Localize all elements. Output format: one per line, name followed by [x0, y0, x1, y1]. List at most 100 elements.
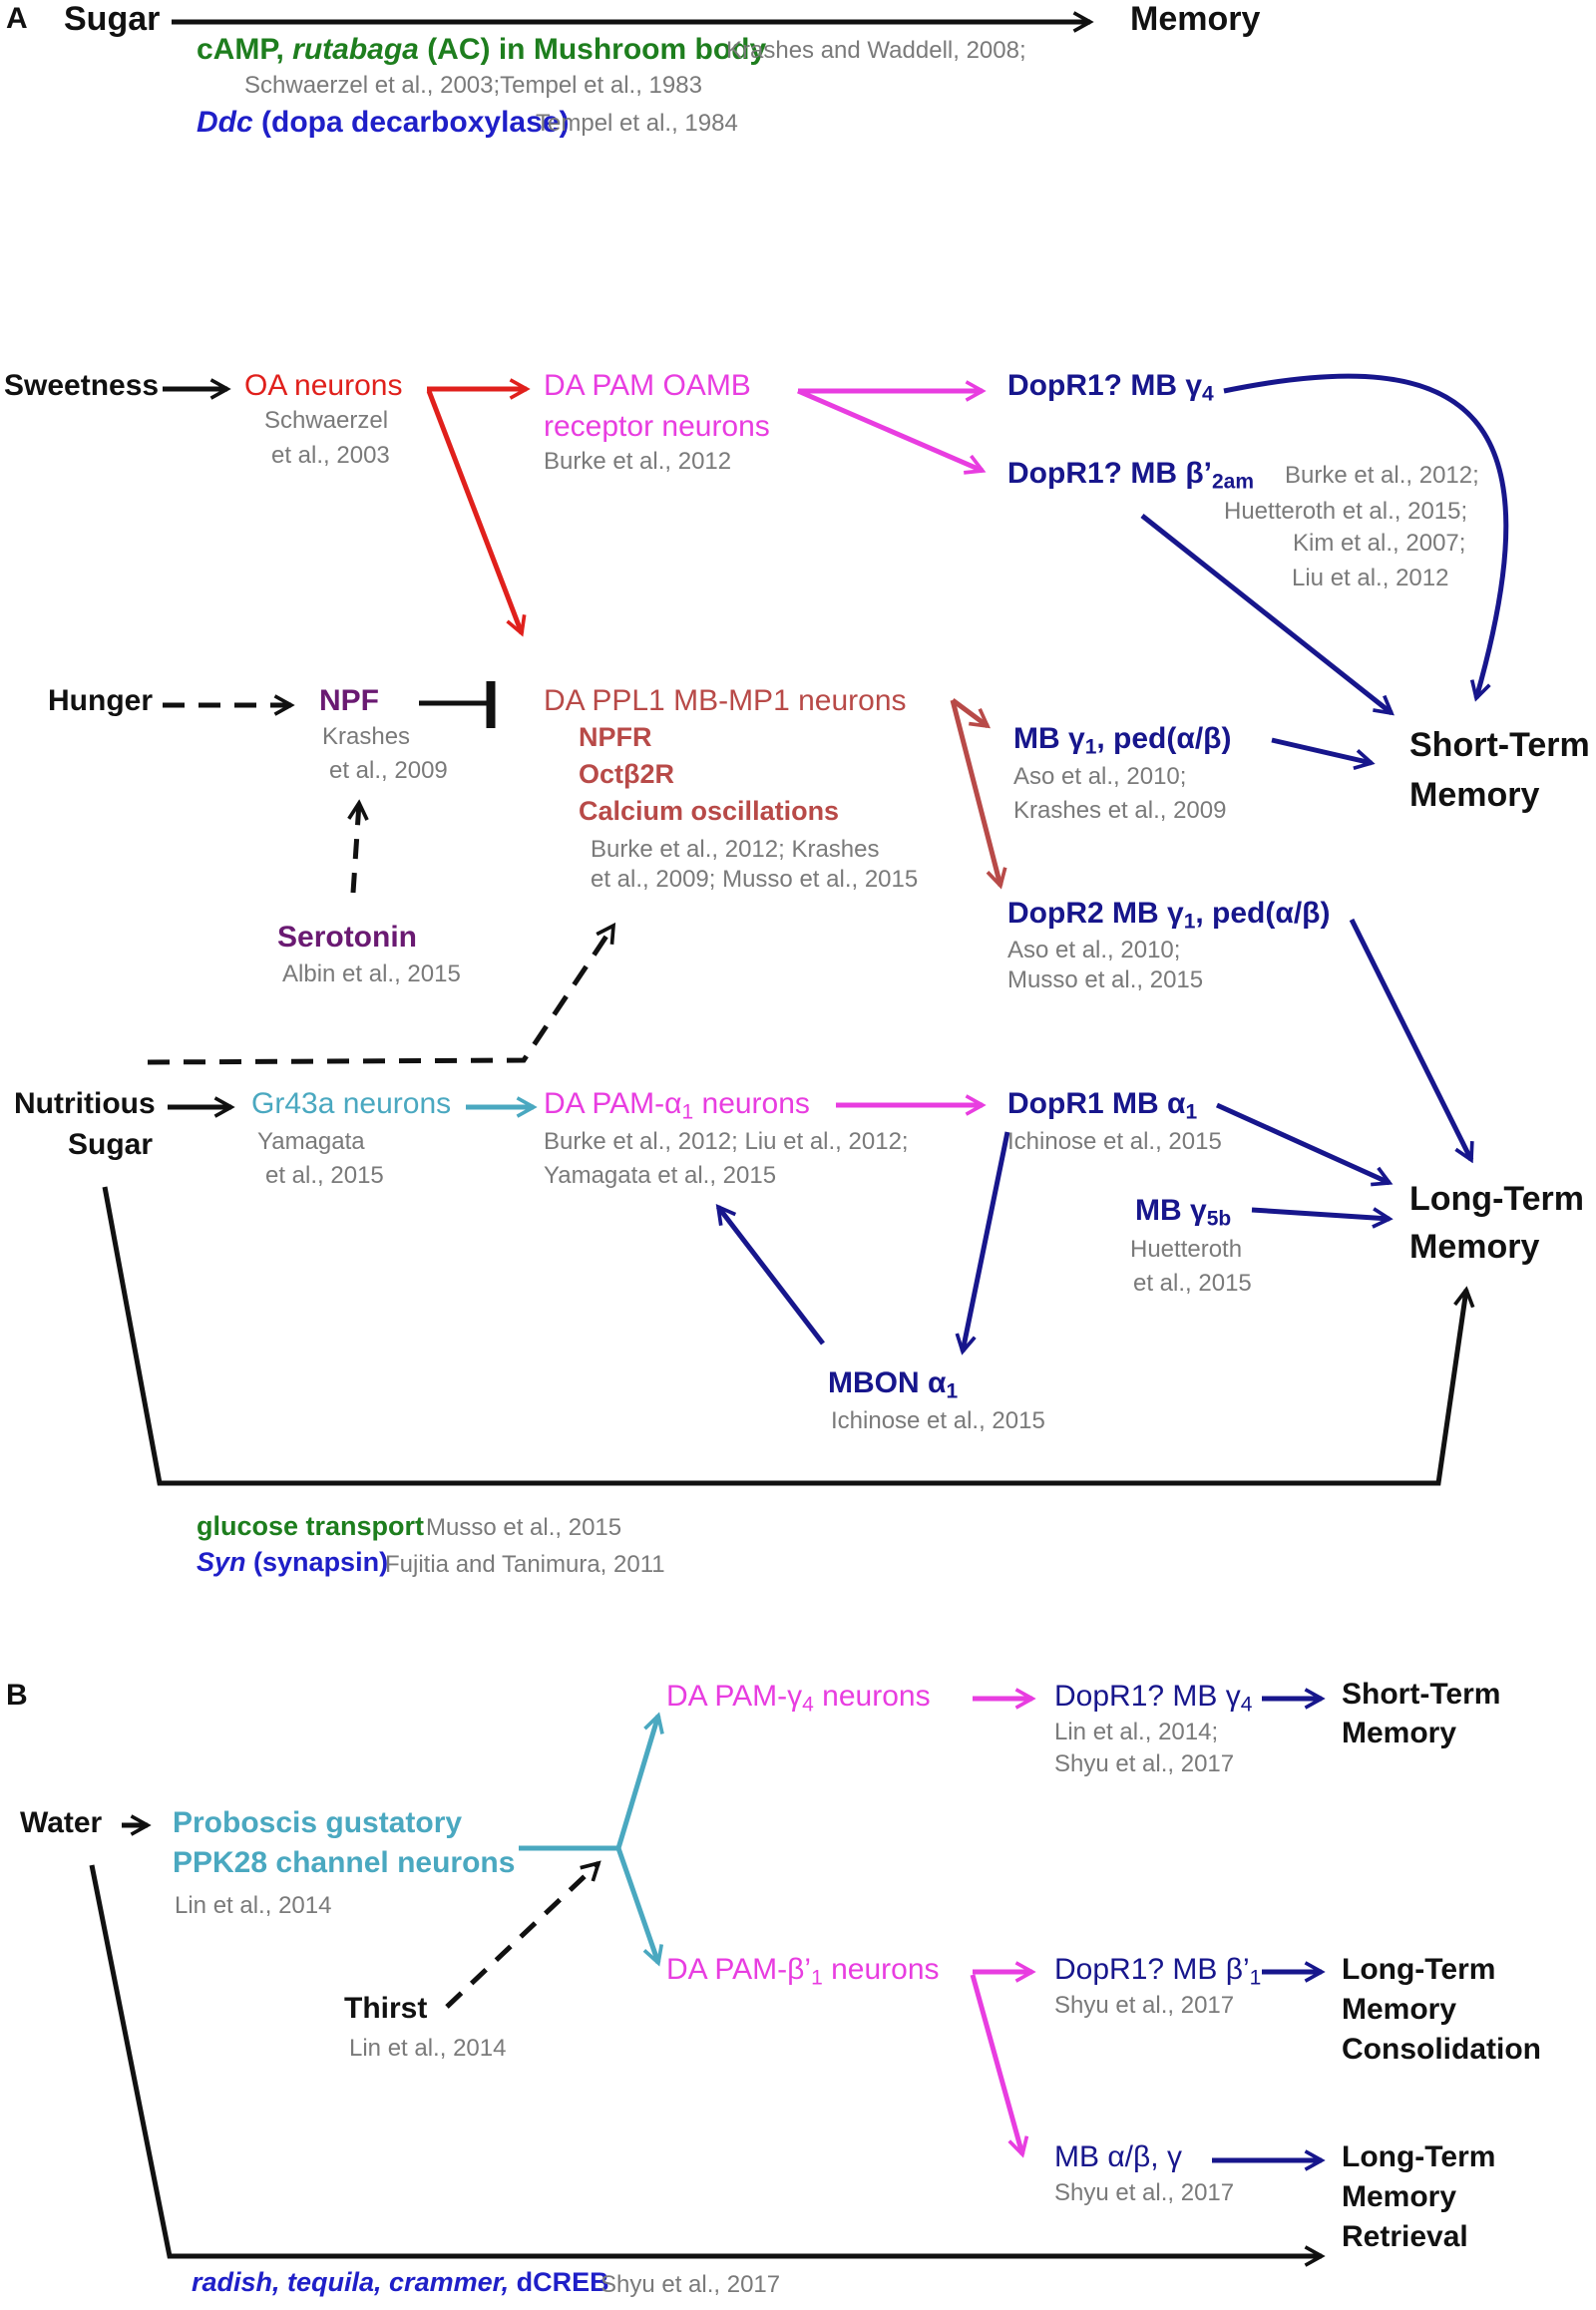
pam-b1-post: neurons	[822, 1953, 940, 1986]
syn-italic: Syn	[197, 1547, 246, 1577]
dopr1-g4-sub: 4	[1202, 382, 1214, 406]
dopr2-text: DopR2 MB γ	[1007, 897, 1184, 930]
memory-node: Memory	[1130, 0, 1261, 38]
ltm-consolidation-line1: Long-Term	[1342, 1953, 1496, 1986]
arrow-b2am-stm	[1140, 514, 1392, 713]
stm-ref-3: Kim et al., 2007;	[1293, 530, 1466, 557]
arrow-serotonin-npf	[353, 803, 359, 894]
ddc-gene-text: Ddc (dopa decarboxylase)	[197, 106, 569, 141]
gr43a-ref-2: et al., 2015	[265, 1162, 384, 1189]
arrow-pam-oamb-b2am	[797, 388, 983, 471]
mbon-a1-sub: 1	[946, 1379, 959, 1403]
dopr1-g4-node: DopR1? MB γ4	[1007, 369, 1214, 406]
arrow-mbg5b-ltm	[1251, 1210, 1390, 1219]
mb-g1-ref-2: Krashes et al., 2009	[1013, 797, 1227, 824]
oa-ref-1: Schwaerzel	[264, 407, 389, 434]
dopr1-b1-node: DopR1? MB β’1	[1054, 1953, 1261, 1990]
pam-a1-sub: 1	[681, 1100, 694, 1124]
genes-ref: Shyu et al., 2017	[600, 2271, 781, 2298]
gr43a-node: Gr43a neurons	[251, 1087, 452, 1120]
mb-g5b-sub: 5b	[1206, 1207, 1232, 1231]
pam-a1-text: DA PAM-α	[544, 1087, 682, 1120]
genes-post: dCREB	[509, 2267, 609, 2297]
ppl1-node: DA PPL1 MB-MP1 neurons	[544, 684, 907, 717]
camp-ref-2: Schwaerzel et al., 2003;Tempel et al., 1…	[244, 72, 702, 99]
dopr2-sub: 1	[1183, 910, 1196, 934]
mbon-a1-ref: Ichinose et al., 2015	[831, 1407, 1045, 1434]
dopr2-ref-1: Aso et al., 2010;	[1007, 937, 1181, 963]
proboscis-node-line1: Proboscis gustatory	[173, 1806, 463, 1839]
ltm-retrieval-line2: Memory	[1342, 2180, 1457, 2213]
gr43a-ref-1: Yamagata	[257, 1128, 365, 1155]
mb-g1-text: MB γ	[1013, 722, 1085, 755]
npf-node: NPF	[319, 684, 379, 717]
panel-a-label: A	[6, 2, 28, 35]
dopr1-g4-b-node: DopR1? MB γ4	[1054, 1680, 1252, 1717]
pam-b1-node: DA PAM-β’1 neurons	[666, 1953, 940, 1990]
oa-ref-2: et al., 2003	[271, 442, 390, 469]
mb-g1-post: , ped(α/β)	[1096, 722, 1232, 755]
ppl1-item-npfr: NPFR	[579, 722, 652, 752]
mb-g5b-node: MB γ5b	[1135, 1194, 1231, 1231]
pam-a1-post: neurons	[693, 1087, 810, 1120]
ltm-label-line1: Long-Term	[1409, 1180, 1585, 1218]
ltm-label-line2: Memory	[1409, 1228, 1540, 1266]
dopr1-g4-b-text: DopR1? MB γ	[1054, 1680, 1241, 1713]
arrow-dopr2-ltm	[1349, 918, 1471, 1160]
mb-g5b-text: MB γ	[1135, 1194, 1207, 1227]
dopr1-g4-b-ref-2: Shyu et al., 2017	[1054, 1750, 1235, 1777]
arrow-pamb1-mbab	[970, 1974, 1022, 2154]
pam-oamb-node-line1: DA PAM OAMB	[544, 369, 751, 402]
npf-ref-2: et al., 2009	[329, 757, 448, 784]
proboscis-ref: Lin et al., 2014	[175, 1892, 332, 1919]
camp-italic: rutabaga	[292, 33, 419, 66]
mbon-a1-text: MBON α	[828, 1366, 947, 1399]
pam-g4-node: DA PAM-γ4 neurons	[666, 1680, 931, 1717]
dopr1-b2am-sub: 2am	[1211, 470, 1254, 494]
proboscis-node-line2: PPK28 channel neurons	[173, 1846, 516, 1879]
dopr1-g4-b-ref-1: Lin et al., 2014;	[1054, 1719, 1219, 1745]
camp-gene-text: cAMP, rutabaga (AC) in Mushroom body	[197, 33, 766, 68]
ppl1-ref-1: Burke et al., 2012; Krashes	[591, 836, 880, 863]
camp-ref-1: Krashes and Waddell, 2008;	[726, 37, 1026, 64]
pam-a1-ref-2: Yamagata et al., 2015	[544, 1162, 777, 1189]
dopr1-a1-node: DopR1 MB α1	[1007, 1087, 1197, 1124]
dopr1-a1-text: DopR1 MB α	[1007, 1087, 1186, 1120]
stm-label-line1: Short-Term	[1409, 726, 1590, 764]
dopr1-b2am-text: DopR1? MB β’	[1007, 457, 1212, 490]
dopr1-b1-sub: 1	[1249, 1966, 1262, 1990]
pam-oamb-ref: Burke et al., 2012	[544, 448, 732, 475]
thirst-ref: Lin et al., 2014	[349, 2035, 507, 2062]
ltm-consolidation-line3: Consolidation	[1342, 2033, 1541, 2066]
mbon-a1-node: MBON α1	[828, 1366, 958, 1403]
arrow-dopr1a1-ltm	[1215, 1102, 1390, 1183]
nutritious-sugar-line1: Nutritious	[14, 1087, 156, 1120]
serotonin-ref: Albin et al., 2015	[282, 961, 461, 987]
b-stm-line2: Memory	[1342, 1717, 1457, 1749]
arrow-dopr1a1-mbon	[963, 1131, 1010, 1351]
syn-ref: Fujitia and Tanimura, 2011	[385, 1551, 665, 1578]
thirst-node: Thirst	[344, 1992, 428, 2025]
dopr1-g4-text: DopR1? MB γ	[1007, 369, 1202, 402]
arrow-ppl1-mbg1	[951, 697, 988, 726]
arrow-g4-stm	[1223, 373, 1509, 698]
nutritious-sugar-line2: Sugar	[68, 1128, 154, 1161]
arrow-nutri-ppl1	[147, 926, 613, 1065]
mb-ab-g-ref: Shyu et al., 2017	[1054, 2179, 1235, 2206]
mb-g5b-ref-2: et al., 2015	[1133, 1270, 1252, 1297]
camp-post: (AC) in Mushroom body	[418, 33, 767, 66]
arrow-oa-ppl1	[426, 390, 522, 633]
ddc-ref: Tempel et al., 1984	[536, 110, 738, 137]
arrow-ppl1-dopr2	[950, 699, 1000, 886]
glucose-transport-gene: glucose transport	[197, 1511, 425, 1541]
water-node: Water	[20, 1806, 103, 1839]
pam-oamb-node-line2: receptor neurons	[544, 410, 770, 443]
dopr1-b1-ref: Shyu et al., 2017	[1054, 1992, 1235, 2019]
ppl1-item-octb2r: Octβ2R	[579, 759, 675, 789]
mb-g5b-ref-1: Huetteroth	[1130, 1236, 1243, 1263]
pam-b1-text: DA PAM-β’	[666, 1953, 812, 1986]
stm-ref-4: Liu et al., 2012	[1292, 565, 1449, 591]
dopr1-b1-text: DopR1? MB β’	[1054, 1953, 1250, 1986]
stm-ref-1: Burke et al., 2012;	[1285, 462, 1479, 489]
